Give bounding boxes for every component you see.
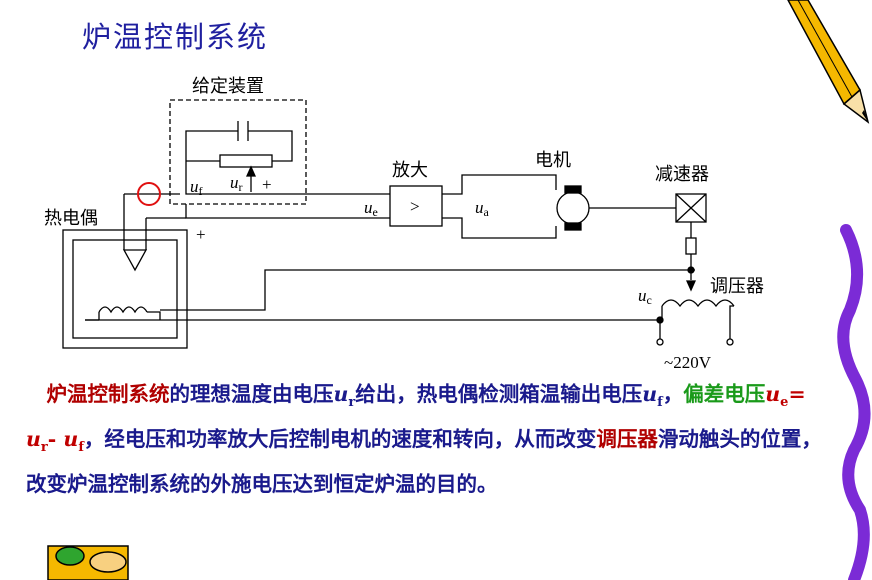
ur-label: ur <box>230 173 243 194</box>
uf-label: uf <box>190 177 203 198</box>
var-sub: f <box>657 395 663 411</box>
var-u: u <box>642 382 658 406</box>
para-text: = <box>788 382 806 406</box>
var-sub: r <box>40 440 48 456</box>
para-text: ，经电压和功率放大后控制电机的速度和转向，从而改变 <box>83 427 597 452</box>
description-paragraph: 炉温控制系统的理想温度由电压ur给出，热电偶检测箱温输出电压uf，偏差电压ue=… <box>26 376 841 502</box>
decorative-border-right <box>787 0 871 580</box>
var-u: u <box>63 427 79 452</box>
var-sub: e <box>780 395 789 411</box>
motor-symbol <box>556 191 590 225</box>
furnace-outer <box>62 229 188 349</box>
uc-label: uc <box>638 286 652 307</box>
para-text: 偏差电压 <box>683 382 766 406</box>
deviation-voltage-highlight: 偏差电压 <box>683 382 765 406</box>
regulator-label: 调压器 <box>710 276 764 297</box>
highlight-circle <box>137 182 161 206</box>
setpoint-device-box <box>169 99 307 205</box>
pencil-icon <box>47 545 129 580</box>
para-text: 给出，热电偶检测箱温输出电压 <box>355 382 643 406</box>
thermocouple-label: 热电偶 <box>44 208 98 229</box>
ua-label: ua <box>475 198 490 219</box>
regulator-highlight: 调压器 <box>596 427 658 452</box>
var-u: u <box>765 382 781 406</box>
para-text: ， <box>662 382 684 406</box>
para-text: 的理想温度由电压 <box>169 382 334 406</box>
setpoint-device-label: 给定装置 <box>192 76 264 97</box>
equation-highlight: ue= ur- uf <box>26 382 806 455</box>
potentiometer <box>219 154 273 168</box>
motor-label: 电机 <box>535 150 571 171</box>
system-name-highlight: 炉温控制系统 <box>46 382 170 406</box>
amplifier-symbol: > <box>410 197 420 216</box>
amplifier-label: 放大 <box>392 160 428 181</box>
var-u: u <box>333 382 349 406</box>
para-text: 滑动触头的位置，改变炉温控制系统的外施电压达到恒定炉温的目的。 <box>26 427 822 497</box>
plus-side: + <box>196 225 206 244</box>
amplifier-box <box>389 185 443 227</box>
var-sub: f <box>78 440 84 456</box>
reducer-label: 减速器 <box>655 164 709 185</box>
supply-label: ~220V <box>664 353 712 372</box>
pencil-icon <box>787 0 870 124</box>
var-u: u <box>26 427 41 452</box>
para-text: - <box>47 427 64 452</box>
ue-label: ue <box>364 198 378 219</box>
plus-top: + <box>262 175 272 194</box>
page-title: 炉温控制系统 <box>82 20 269 54</box>
furnace-inner <box>72 239 178 339</box>
var-sub: r <box>348 395 356 411</box>
